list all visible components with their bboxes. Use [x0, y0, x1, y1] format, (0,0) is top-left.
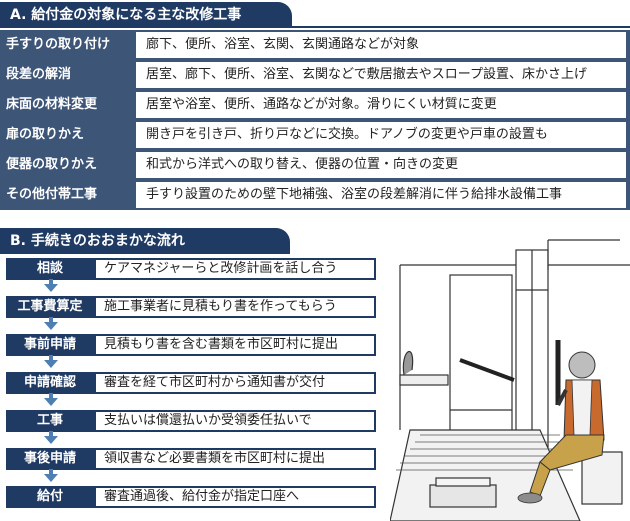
bench [581, 451, 623, 505]
section-b-title: B. 手続きのおおまかな流れ [0, 228, 290, 254]
sloped-handrail [459, 358, 515, 382]
row-label: 手すりの取り付け [6, 37, 111, 52]
table-row: 扉の取りかえ 開き戸を引き戸、折り戸などに交換。ドアノブの変更や戸車の設置も [0, 120, 630, 149]
down-arrow-icon [44, 393, 58, 406]
step-label: 事後申請 [23, 451, 76, 466]
table-row: 手すりの取り付け 廊下、便所、浴室、玄関、玄関通路などが対象 [0, 30, 630, 59]
row-label: 扉の取りかえ [6, 127, 85, 142]
row-label: 段差の解消 [6, 67, 72, 82]
flow-step: 相談 ケアマネジャーらと改修計画を話し合う [6, 258, 376, 280]
down-arrow-icon [44, 355, 58, 368]
flow-step: 給付 審査通過後、給付金が指定口座へ [6, 486, 376, 508]
entrance-handrail-illustration [390, 239, 630, 521]
step-label: 工事 [36, 413, 63, 428]
table-row: 段差の解消 居室、廊下、便所、浴室、玄関などで敷居撤去やスロープ設置、床かさ上げ [0, 60, 630, 89]
table-row: 床面の材料変更 居室や浴室、便所、通路などが対象。滑りにくい材質に変更 [0, 90, 630, 119]
step-text: 見積もり書を含む書類を市区町村に提出 [96, 336, 374, 354]
renovation-table: 手すりの取り付け 廊下、便所、浴室、玄関、玄関通路などが対象 段差の解消 居室、… [0, 30, 630, 210]
step-text: ケアマネジャーらと改修計画を話し合う [96, 260, 374, 278]
step-label: 事前申請 [23, 337, 76, 352]
step-stool [429, 484, 497, 508]
step-label: 申請確認 [23, 375, 76, 390]
down-arrow-icon [44, 317, 58, 330]
section-b-rule [0, 252, 290, 254]
step-label: 工事費算定 [17, 299, 83, 314]
table-row: 便器の取りかえ 和式から洋式への取り替え、便器の位置・向きの変更 [0, 150, 630, 179]
row-text: 居室、廊下、便所、浴室、玄関などで敷居撤去やスロープ設置、床かさ上げ [136, 62, 626, 88]
step-label: 給付 [36, 489, 63, 504]
flow-step: 申請確認 審査を経て市区町村から通知書が交付 [6, 372, 376, 394]
row-label: 床面の材料変更 [6, 97, 98, 112]
vase-icon [402, 350, 414, 376]
elderly-person-icon [517, 351, 605, 504]
step-label: 相談 [36, 261, 63, 276]
down-arrow-icon [44, 469, 58, 482]
step-text: 施工事業者に見積もり書を作ってもらう [96, 298, 374, 316]
table-row: その他付帯工事 手すり設置のための壁下地補強、浴室の段差解消に伴う給排水設備工事 [0, 180, 630, 209]
flow-step: 事後申請 領収書など必要書類を市区町村に提出 [6, 448, 376, 470]
section-a-rule [0, 26, 630, 28]
step-text: 審査を経て市区町村から通知書が交付 [96, 374, 374, 392]
step-text: 支払いは償還払いか受領委任払いで [96, 412, 374, 430]
row-label: その他付帯工事 [6, 187, 98, 202]
row-text: 手すり設置のための壁下地補強、浴室の段差解消に伴う給排水設備工事 [136, 182, 626, 208]
row-text: 廊下、便所、浴室、玄関、玄関通路などが対象 [136, 32, 626, 58]
down-arrow-icon [44, 279, 58, 292]
flow-step: 事前申請 見積もり書を含む書類を市区町村に提出 [6, 334, 376, 356]
section-a-title: A. 給付金の対象になる主な改修工事 [0, 2, 292, 28]
step-text: 審査通過後、給付金が指定口座へ [96, 488, 374, 506]
row-text: 和式から洋式への取り替え、便器の位置・向きの変更 [136, 152, 626, 178]
flow-step: 工事 支払いは償還払いか受領委任払いで [6, 410, 376, 432]
row-label: 便器の取りかえ [6, 157, 98, 172]
row-text: 居室や浴室、便所、通路などが対象。滑りにくい材質に変更 [136, 92, 626, 118]
step-text: 領収書など必要書類を市区町村に提出 [96, 450, 374, 468]
down-arrow-icon [44, 431, 58, 444]
shelf [399, 374, 449, 386]
flow-step: 工事費算定 施工事業者に見積もり書を作ってもらう [6, 296, 376, 318]
row-text: 開き戸を引き戸、折り戸などに交換。ドアノブの変更や戸車の設置も [136, 122, 626, 148]
